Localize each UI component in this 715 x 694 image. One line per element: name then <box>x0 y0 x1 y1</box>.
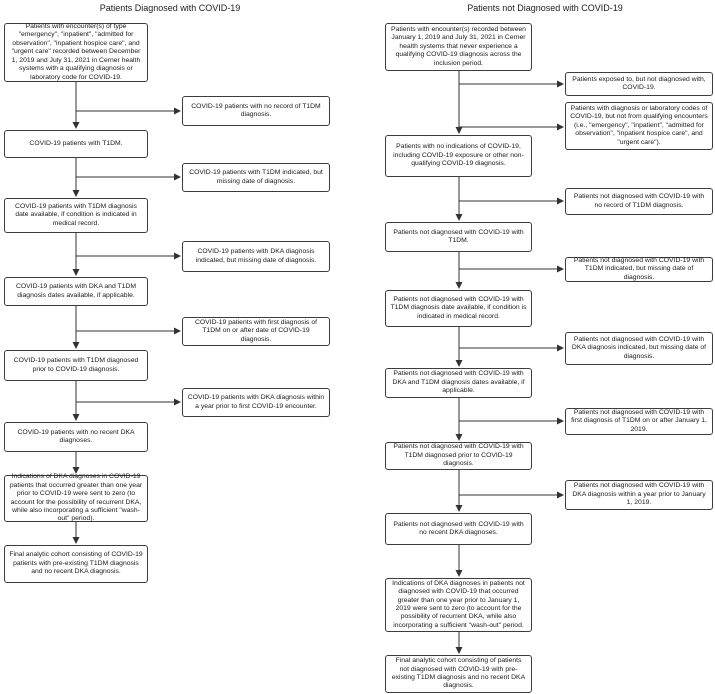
node-covid-t1dm: COVID-19 patients with T1DM. <box>4 130 148 158</box>
node-noncovid-dka-t1dm-dates: Patients not diagnosed with COVID-19 wit… <box>385 368 532 398</box>
node-excl-covid-dka-within-year: COVID-19 patients with DKA diagnosis wit… <box>182 388 330 417</box>
node-excl-covid-t1dm-missing-date: COVID-19 patients with T1DM indicated, b… <box>182 163 330 192</box>
node-covid-qualifying-encounters: Patients with encounter(s) of type "emer… <box>4 23 148 82</box>
left-column-title: Patients Diagnosed with COVID-19 <box>99 3 241 13</box>
node-excl-covid-exposed: Patients exposed to, but not diagnosed w… <box>565 72 713 96</box>
node-excl-covid-t1dm-after-covid: COVID-19 patients with first diagnosis o… <box>182 317 330 346</box>
node-covid-dka-t1dm-dates: COVID-19 patients with DKA and T1DM diag… <box>4 277 148 306</box>
node-noncovid-t1dm-date-available: Patients not diagnosed with COVID-19 wit… <box>385 290 532 327</box>
node-covid-t1dm-prior: COVID-19 patients with T1DM diagnosed pr… <box>4 350 148 381</box>
node-excl-noncovid-t1dm-missing-date: Patients not diagnosed with COVID-19 wit… <box>565 257 713 282</box>
node-noncovid-t1dm: Patients not diagnosed with COVID-19 wit… <box>385 222 532 252</box>
node-covid-no-recent-dka: COVID-19 patients with no recent DKA dia… <box>4 422 148 452</box>
node-covid-final-cohort: Final analytic cohort consisting of COVI… <box>4 545 148 583</box>
node-excl-noncovid-dka-within-year: Patients not diagnosed with COVID-19 wit… <box>565 480 713 510</box>
node-excl-noncovid-dka-missing-date: Patients not diagnosed with COVID-19 wit… <box>565 332 713 365</box>
right-column-title: Patients not Diagnosed with COVID-19 <box>467 3 623 13</box>
node-excl-noncovid-t1dm-after-2019: Patients not diagnosed with COVID-19 wit… <box>565 408 713 435</box>
node-covid-t1dm-date-available: COVID-19 patients with T1DM diagnosis da… <box>4 198 148 233</box>
node-excl-covid-no-t1dm-record: COVID-19 patients with no record of T1DM… <box>182 96 330 126</box>
node-excl-nonqualifying-encounters: Patients with diagnosis or laboratory co… <box>565 102 713 150</box>
node-noncovid-no-recent-dka: Patients not diagnosed with COVID-19 wit… <box>385 513 532 545</box>
node-noncovid-t1dm-prior: Patients not diagnosed with COVID-19 wit… <box>385 442 532 470</box>
node-covid-dka-washout: Indications of DKA diagnoses in COVID-19… <box>4 473 148 522</box>
node-excl-covid-dka-missing-date: COVID-19 patients with DKA diagnosis ind… <box>182 241 330 272</box>
node-noncovid-final-cohort: Final analytic cohort consisting of pati… <box>385 655 532 693</box>
node-noncovid-encounters: Patients with encounter(s) recorded betw… <box>385 23 532 71</box>
node-noncovid-no-indications: Patients with no indications of COVID-19… <box>385 135 532 177</box>
node-noncovid-dka-washout: Indications of DKA diagnoses in patients… <box>385 578 532 632</box>
node-excl-noncovid-no-t1dm-record: Patients not diagnosed with COVID-19 wit… <box>565 188 713 215</box>
